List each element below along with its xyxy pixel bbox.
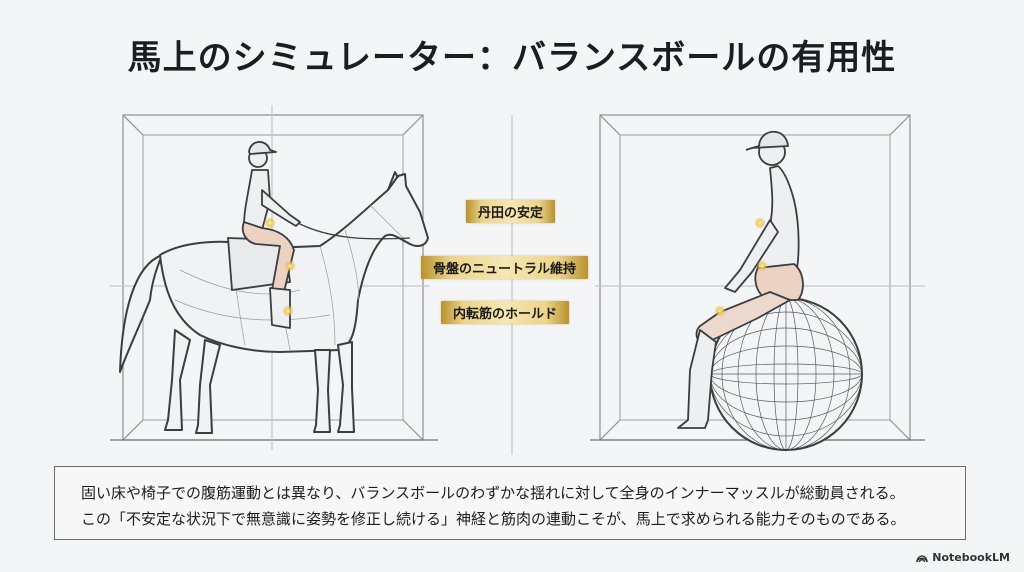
glow-point — [754, 217, 766, 229]
glow-points — [264, 217, 768, 317]
caption-box: 固い床や椅子での腹筋運動とは異なり、バランスボールのわずかな揺れに対して全身のイ… — [54, 466, 966, 540]
notebooklm-logo-icon — [916, 554, 929, 562]
seated-person-illustration — [677, 130, 804, 429]
label-adductor: 内転筋のホールド — [441, 301, 570, 324]
glow-point — [714, 305, 726, 317]
label-pelvis: 骨盤のニュートラル維持 — [421, 256, 589, 279]
glow-point — [756, 260, 768, 272]
brand-badge: NotebookLM — [916, 551, 1010, 564]
page-title: 馬上のシミュレーター：バランスボールの有用性 — [127, 38, 897, 78]
caption-line-1: 固い床や椅子での腹筋運動とは異なり、バランスボールのわずかな揺れに対して全身のイ… — [81, 484, 905, 502]
balance-ball — [710, 298, 862, 450]
label-tanden: 丹田の安定 — [466, 200, 556, 223]
glow-point — [282, 305, 294, 317]
glow-point — [264, 217, 276, 229]
brand-name: NotebookLM — [932, 551, 1010, 564]
caption-line-2: この「不安定な状況下で無意識に姿勢を修正し続ける」神経と筋肉の連動こそが、馬上で… — [81, 510, 906, 528]
rider-illustration — [241, 141, 301, 329]
glow-point — [284, 260, 296, 272]
